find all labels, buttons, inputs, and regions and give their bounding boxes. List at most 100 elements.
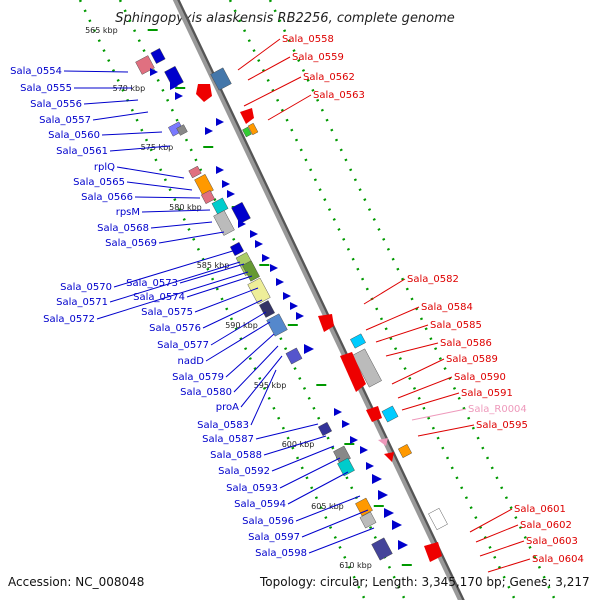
gene-arrow-left bbox=[270, 264, 278, 272]
gene-label-right[interactable]: Sala_0604 bbox=[532, 554, 584, 565]
gene-label-right[interactable]: Sala_0595 bbox=[476, 420, 528, 431]
label-leader bbox=[385, 342, 439, 357]
gene-feature-left bbox=[355, 497, 373, 517]
gene-label-left[interactable]: Sala_0577 bbox=[157, 340, 209, 351]
label-leader bbox=[365, 306, 420, 331]
gene-feature-right bbox=[350, 333, 366, 349]
gene-label-left[interactable]: Sala_0566 bbox=[81, 192, 133, 203]
gene-label-left[interactable]: nadD bbox=[177, 356, 204, 367]
gene-label-left[interactable]: Sala_0598 bbox=[255, 548, 307, 559]
label-leader bbox=[237, 38, 281, 71]
gene-label-right[interactable]: Sala_0591 bbox=[461, 388, 513, 399]
gene-label-left[interactable]: Sala_0575 bbox=[141, 307, 193, 318]
gene-feature-left bbox=[176, 124, 188, 136]
label-leader bbox=[247, 56, 291, 81]
gene-label-left[interactable]: Sala_0583 bbox=[197, 420, 249, 431]
accession-text: Accession: NC_008048 bbox=[8, 575, 145, 589]
label-leader bbox=[263, 435, 327, 456]
gene-arrow-left bbox=[378, 490, 388, 500]
tick-label: 610 kbp bbox=[339, 561, 372, 570]
gene-label-left[interactable]: Sala_0554 bbox=[10, 66, 62, 77]
label-leader bbox=[250, 369, 277, 426]
label-leader bbox=[417, 424, 475, 437]
gene-label-left[interactable]: Sala_0572 bbox=[43, 314, 95, 325]
label-leader bbox=[287, 471, 349, 505]
gene-label-left[interactable]: Sala_0565 bbox=[73, 177, 125, 188]
gene-label-left[interactable]: Sala_0571 bbox=[56, 297, 108, 308]
gene-label-left[interactable]: Sala_0596 bbox=[242, 516, 294, 527]
gene-label-right[interactable]: Sala_0563 bbox=[313, 90, 365, 101]
gene-label-right[interactable]: Sala_0559 bbox=[292, 52, 344, 63]
gene-arrow-left bbox=[150, 68, 158, 76]
gene-label-left[interactable]: Sala_0555 bbox=[20, 83, 72, 94]
gene-feature-right bbox=[242, 126, 252, 138]
gene-arrow-right bbox=[318, 314, 334, 332]
label-leader bbox=[141, 209, 211, 213]
gene-label-left[interactable]: Sala_0569 bbox=[105, 238, 157, 249]
gene-arrow-left bbox=[216, 118, 224, 126]
gene-label-left[interactable]: Sala_0580 bbox=[180, 387, 232, 398]
gene-label-left[interactable]: Sala_0579 bbox=[172, 372, 224, 383]
gene-arrow-left bbox=[384, 508, 394, 518]
gene-label-left[interactable]: rpsM bbox=[116, 207, 140, 218]
gene-label-left[interactable]: Sala_0593 bbox=[226, 483, 278, 494]
gene-feature-left bbox=[259, 300, 275, 318]
gene-label-left[interactable]: Sala_0556 bbox=[30, 99, 82, 110]
label-leader bbox=[391, 358, 445, 385]
label-leader bbox=[255, 423, 319, 440]
label-leader bbox=[134, 196, 201, 199]
gene-feature-left bbox=[371, 537, 393, 561]
gene-label-right[interactable]: Sala_0603 bbox=[526, 536, 578, 547]
gene-label-right[interactable]: Sala_0562 bbox=[303, 72, 355, 83]
gene-feature-left bbox=[285, 347, 303, 365]
gene-label-left[interactable]: Sala_0574 bbox=[133, 292, 185, 303]
gene-label-left[interactable]: rplQ bbox=[94, 162, 115, 173]
gene-feature-left bbox=[247, 277, 271, 305]
gene-feature-left bbox=[213, 210, 235, 236]
label-leader bbox=[240, 355, 283, 408]
gene-arrow-left bbox=[216, 166, 224, 174]
gene-label-left[interactable]: Sala_0588 bbox=[210, 450, 262, 461]
map-title: Sphingopyxis alaskensis RB2256, complete… bbox=[115, 11, 455, 26]
label-leader bbox=[271, 445, 335, 472]
guide-track bbox=[228, 0, 517, 600]
gene-label-left[interactable]: Sala_0597 bbox=[248, 532, 300, 543]
gene-feature-left bbox=[317, 421, 333, 437]
label-leader bbox=[401, 392, 460, 411]
gene-label-left[interactable]: Sala_0570 bbox=[60, 282, 112, 293]
gene-label-left[interactable]: Sala_0576 bbox=[149, 323, 201, 334]
gene-label-right[interactable]: Sala_0586 bbox=[440, 338, 492, 349]
gene-label-right[interactable]: Sala_0558 bbox=[282, 34, 334, 45]
gene-label-left[interactable]: Sala_0568 bbox=[97, 223, 149, 234]
gene-feature-left bbox=[164, 65, 184, 89]
gene-arrow-right bbox=[424, 542, 442, 562]
gene-feature-right bbox=[210, 67, 232, 91]
gene-label-left[interactable]: Sala_0594 bbox=[234, 499, 286, 510]
label-leader bbox=[267, 94, 312, 121]
gene-arrow-left bbox=[350, 436, 358, 444]
gene-label-right[interactable]: Sala_0585 bbox=[430, 320, 482, 331]
gene-arrow-left bbox=[360, 446, 368, 454]
gene-label-left[interactable]: Sala_0561 bbox=[56, 146, 108, 157]
gene-label-right[interactable]: Sala_0584 bbox=[421, 302, 473, 313]
gene-arrow-left bbox=[372, 474, 382, 484]
gene-feature-right bbox=[428, 507, 448, 531]
gene-label-left[interactable]: Sala_0573 bbox=[126, 278, 178, 289]
gene-label-left[interactable]: Sala_0560 bbox=[48, 130, 100, 141]
genome-backbone bbox=[78, 0, 557, 600]
topology-text: Topology: circular; Length: 3,345,170 bp… bbox=[260, 575, 590, 589]
gene-label-right[interactable]: Sala_0589 bbox=[446, 354, 498, 365]
label-leader bbox=[194, 287, 259, 313]
gene-arrow-left bbox=[334, 408, 342, 416]
gene-label-right[interactable]: Sala_0602 bbox=[520, 520, 572, 531]
gene-label-left[interactable]: Sala_0557 bbox=[39, 115, 91, 126]
label-leader bbox=[109, 261, 241, 303]
gene-label-left[interactable]: proA bbox=[216, 402, 239, 413]
gene-label-right[interactable]: Sala_0601 bbox=[514, 504, 566, 515]
gene-label-left[interactable]: Sala_0592 bbox=[218, 466, 270, 477]
gene-label-right[interactable]: Sala_R0004 bbox=[468, 404, 527, 415]
gene-label-right[interactable]: Sala_0590 bbox=[454, 372, 506, 383]
gene-label-right[interactable]: Sala_0582 bbox=[407, 274, 459, 285]
gene-label-left[interactable]: Sala_0587 bbox=[202, 434, 254, 445]
gene-arrow-left bbox=[262, 254, 270, 262]
